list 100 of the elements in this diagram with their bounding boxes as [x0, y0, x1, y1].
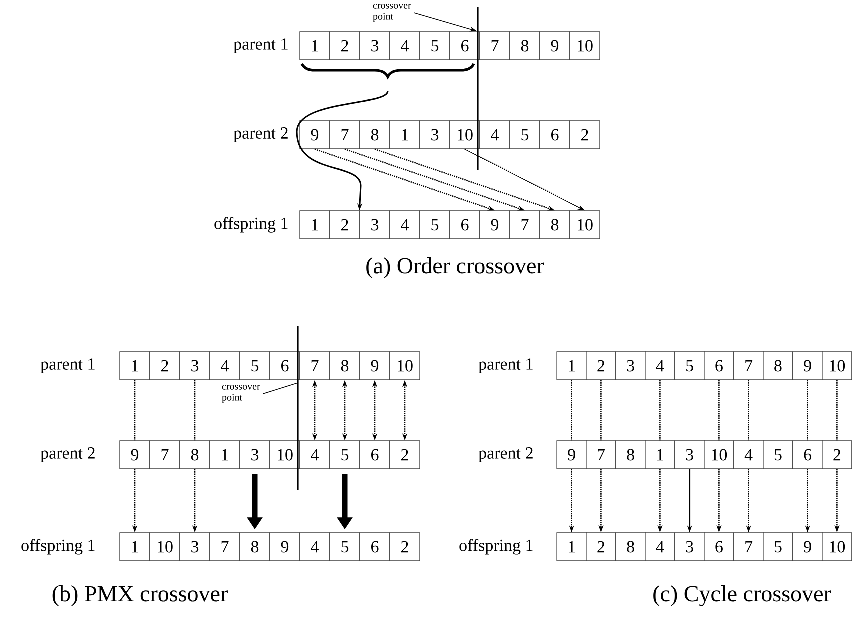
gene-cell: 5	[510, 120, 540, 150]
panel-caption: (b) PMX crossover	[52, 586, 228, 606]
gene-cell: 1	[300, 32, 330, 60]
gene-cell: 10	[704, 440, 734, 470]
gene-cell: 2	[330, 32, 360, 60]
gene-cell: 6	[450, 32, 480, 60]
row-label: parent 1	[234, 38, 288, 54]
gene-cell: 7	[300, 352, 330, 380]
gene-cell: 9	[120, 440, 150, 470]
gene-cell: 2	[586, 352, 616, 380]
panel-caption: (c) Cycle crossover	[654, 586, 832, 606]
gene-cell: 8	[510, 32, 540, 60]
gene-cell: 3	[616, 352, 646, 380]
gene-cell: 6	[270, 352, 300, 380]
gene-cell: 7	[734, 352, 764, 380]
gene-cell: 1	[556, 352, 587, 380]
gene-cell: 1	[390, 120, 420, 150]
crossover-label: crossover point	[222, 385, 260, 403]
gene-cell: 3	[360, 210, 390, 240]
gene-cell: 7	[480, 32, 510, 60]
row-label: parent 1	[478, 358, 533, 374]
gene-cell: 6	[704, 532, 734, 562]
gene-cell: 8	[540, 210, 570, 240]
gene-cell: 6	[360, 440, 390, 470]
gene-cell: 10	[390, 352, 420, 380]
gene-cell: 1	[556, 532, 587, 562]
gene-cell: 10	[570, 210, 600, 240]
row-label: parent 2	[234, 128, 288, 142]
gene-cell: 9	[540, 32, 570, 60]
gene-cell: 4	[645, 352, 676, 380]
gene-cell: 5	[763, 440, 794, 470]
gene-cell: 10	[270, 440, 300, 470]
gene-cell: 8	[616, 440, 646, 470]
gene-cell: 6	[704, 352, 734, 380]
gene-cell: 1	[645, 440, 676, 470]
crossover-label: crossover point	[373, 4, 412, 22]
leader-line	[262, 382, 298, 394]
gene-cell: 8	[763, 352, 794, 380]
gene-cell: 3	[180, 352, 210, 380]
gene-cell: 2	[586, 532, 616, 562]
gene-cell: 5	[420, 32, 450, 60]
row-label: parent 1	[40, 358, 95, 374]
gene-cell: 10	[150, 532, 180, 562]
gene-cell: 7	[734, 532, 764, 562]
gene-cell: 7	[586, 440, 616, 470]
gene-cell: 9	[480, 210, 510, 240]
gene-cell: 2	[150, 352, 180, 380]
gene-cell: 3	[180, 532, 210, 562]
panel-caption: (a) Order crossover	[366, 258, 544, 278]
gene-cell: 3	[674, 440, 705, 470]
gene-cell: 1	[120, 352, 150, 380]
gene-cell: 4	[210, 352, 240, 380]
gene-cell: 2	[390, 440, 420, 470]
row-label: parent 2	[478, 448, 533, 462]
gene-cell: 7	[210, 532, 240, 562]
gene-cell: 1	[210, 440, 240, 470]
gene-cell: 8	[616, 532, 646, 562]
gene-cell: 6	[360, 532, 390, 562]
gene-cell: 4	[480, 120, 510, 150]
row-label: offspring 1	[460, 539, 533, 555]
gene-cell: 9	[792, 352, 823, 380]
gene-cell: 3	[674, 532, 705, 562]
gene-cell: 7	[150, 440, 180, 470]
gene-cell: 4	[300, 440, 330, 470]
row-label: offspring 1	[22, 539, 95, 555]
gene-cell: 4	[645, 532, 676, 562]
gene-cell: 5	[674, 352, 705, 380]
gene-cell: 6	[792, 440, 823, 470]
row-label: parent 2	[40, 448, 95, 462]
curly-brace	[300, 63, 476, 78]
gene-cell: 10	[450, 120, 480, 150]
gene-cell: 2	[330, 210, 360, 240]
gene-cell: 10	[570, 32, 600, 60]
gene-cell: 8	[330, 352, 360, 380]
crossover-line	[297, 326, 299, 490]
gene-cell: 7	[510, 210, 540, 240]
gene-cell: 10	[822, 532, 852, 562]
gene-cell: 5	[330, 440, 360, 470]
gene-cell: 4	[300, 532, 330, 562]
gene-cell: 5	[330, 532, 360, 562]
gene-cell: 6	[540, 120, 570, 150]
gene-cell: 4	[734, 440, 764, 470]
gene-cell: 9	[360, 352, 390, 380]
gene-cell: 8	[360, 120, 390, 150]
row-label: offspring 1	[214, 217, 288, 233]
gene-cell: 9	[792, 532, 823, 562]
gene-cell: 1	[120, 532, 150, 562]
gene-cell: 5	[420, 210, 450, 240]
gene-cell: 5	[763, 532, 794, 562]
gene-cell: 7	[330, 120, 360, 150]
gene-cell: 3	[240, 440, 270, 470]
gene-cell: 5	[240, 352, 270, 380]
gene-cell: 9	[270, 532, 300, 562]
gene-cell: 3	[420, 120, 450, 150]
gene-cell: 8	[180, 440, 210, 470]
gene-cell: 2	[822, 440, 852, 470]
gene-cell: 2	[390, 532, 420, 562]
gene-cell: 10	[822, 352, 852, 380]
gene-cell: 2	[570, 120, 600, 150]
gene-cell: 8	[240, 532, 270, 562]
